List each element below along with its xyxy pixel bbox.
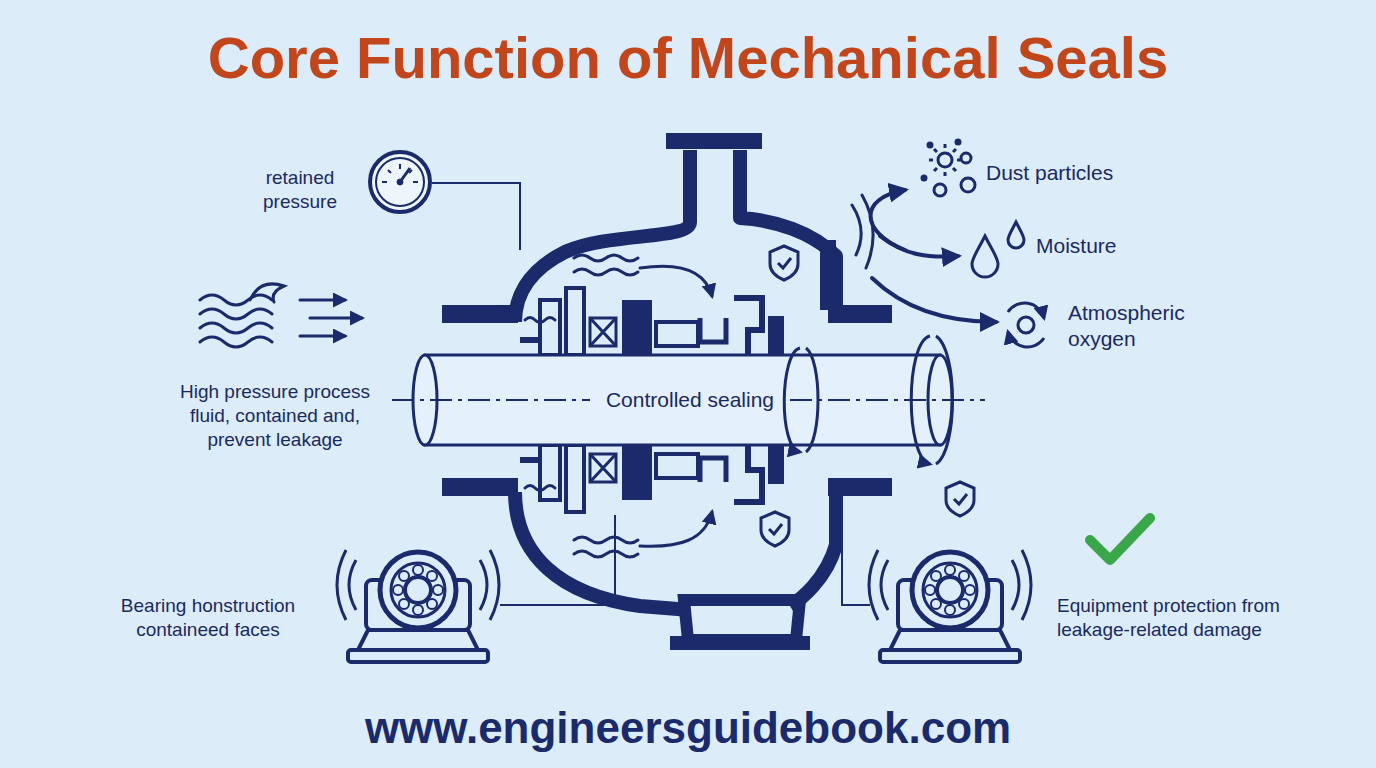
fluid-flow-arrows	[574, 269, 638, 275]
pressure-gauge-icon	[370, 152, 430, 212]
contaminant-label: Atmospheric oxygen	[1068, 300, 1218, 353]
pump-illustration	[540, 288, 784, 355]
discharge-outlet	[670, 636, 810, 650]
shaft	[425, 355, 940, 445]
fluid-wave-icon	[300, 299, 345, 302]
contaminant-arrows	[872, 278, 996, 322]
fluid-flow-arrows	[574, 551, 638, 557]
pump-illustration	[761, 512, 789, 546]
fluid-flow-arrows	[574, 537, 638, 543]
check-mark	[1090, 518, 1150, 560]
rotation-arrows	[784, 348, 800, 452]
fluid-wave-icon	[300, 335, 345, 338]
dust-icon	[961, 153, 971, 163]
pressure-gauge-icon	[432, 183, 520, 250]
dust-icon	[956, 140, 960, 144]
leader-line	[842, 520, 870, 605]
fluid-flow-arrows	[640, 512, 712, 546]
pump-illustration	[770, 246, 798, 280]
dust-icon	[929, 144, 961, 176]
contaminant-label: Moisture	[1036, 233, 1236, 259]
dust-icon	[938, 153, 952, 167]
leader-line	[500, 515, 615, 605]
casing-flanges	[666, 133, 762, 149]
pressure-gauge-icon	[370, 152, 520, 250]
pump-illustration	[337, 550, 499, 662]
pump-casing	[740, 150, 836, 320]
oxygen-icon	[1018, 317, 1034, 333]
shaft-label: Controlled sealing	[600, 387, 780, 413]
dust-icon	[934, 184, 946, 196]
pump-illustration	[869, 550, 1031, 662]
oxygen-icon	[1008, 303, 1044, 347]
casing-flanges	[828, 305, 892, 323]
rotation-arrows	[936, 336, 953, 464]
moisture-icon	[1008, 222, 1024, 248]
bearing-label: Bearing honstruction containeed faces	[86, 594, 330, 642]
rotation-arrows	[784, 336, 952, 464]
contaminant-arrows	[852, 195, 873, 268]
moisture-icon	[972, 236, 998, 277]
dust-icon	[928, 143, 932, 147]
rotation-arrows	[911, 336, 930, 464]
fluid-wave-icon	[250, 284, 284, 302]
pump-casing	[515, 492, 690, 610]
pump-illustration	[957, 499, 958, 500]
casing-flanges	[442, 478, 518, 496]
pump-casing	[790, 490, 836, 606]
fluid-wave-icon	[310, 317, 362, 320]
contaminant-arrows	[880, 236, 958, 257]
dust-icon	[922, 176, 926, 180]
pump-illustration	[540, 445, 784, 512]
casing-flanges	[828, 478, 892, 496]
dust-icon	[961, 178, 975, 192]
pump-illustration	[946, 482, 974, 516]
casing-flanges	[820, 240, 836, 310]
dust-icon	[922, 140, 975, 196]
gauge-label: retained pressure	[245, 166, 355, 214]
fluid-flow-arrows	[574, 255, 638, 261]
diagram-title: Core Function of Mechanical Seals	[0, 22, 1376, 95]
discharge-outlet	[684, 600, 800, 640]
contaminant-label: Dust particles	[986, 160, 1186, 186]
casing-flanges	[442, 305, 518, 323]
shaft	[392, 355, 985, 445]
fluid-wave-icon	[200, 295, 272, 347]
pressure-gauge-icon	[397, 179, 403, 185]
discharge-outlet	[670, 600, 810, 650]
fluid-label: High pressure process fluid, contained a…	[165, 380, 385, 451]
rotation-arrows	[806, 348, 818, 452]
pressure-gauge-icon	[376, 158, 424, 206]
pump-casing	[515, 150, 690, 322]
moisture-icon	[972, 222, 1024, 277]
website-watermark: www.engineersguidebook.com	[0, 700, 1376, 755]
fluid-flow-arrows	[640, 266, 712, 296]
protection-label: Equipment protection from leakage-relate…	[1057, 594, 1307, 642]
fluid-wave-icon	[200, 284, 362, 347]
